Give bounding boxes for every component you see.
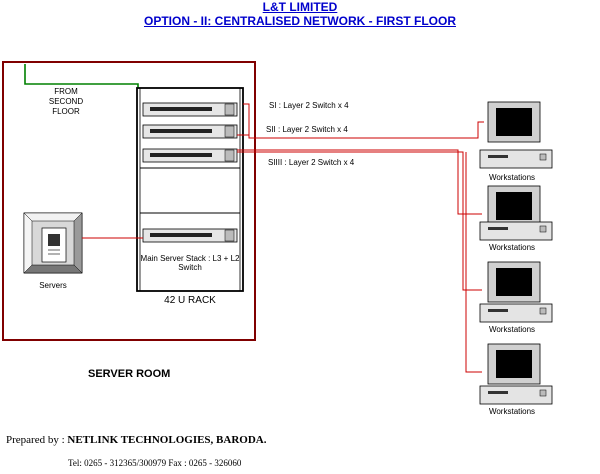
workstations-label-3: Workstations [489,325,535,334]
link-sii [237,149,482,215]
from-floor-line-1: FROM [54,87,78,96]
workstations-label-2: Workstations [489,243,535,252]
company-name: NETLINK TECHNOLOGIES, BARODA. [67,434,267,446]
contact-line: Tel: 0265 - 312365/300979 Fax : 0265 - 3… [68,458,242,468]
servers-label: Servers [39,281,67,290]
server-room-label: SERVER ROOM [88,368,170,380]
link-siv [465,152,482,373]
link-siii [237,151,482,291]
page-subtitle: OPTION - II: CENTRALISED NETWORK - FIRST… [144,14,456,28]
from-floor-line-3: FLOOR [52,107,80,116]
rack-label: 42 U RACK [164,295,216,306]
rack-unit-2 [142,124,238,139]
rack-unit-core [142,228,238,243]
workstation-icon-1 [479,101,553,169]
server-icon [23,212,83,274]
link-si [243,103,484,139]
server-room-boundary [2,61,256,341]
prepared-by-line: Prepared by : NETLINK TECHNOLOGIES, BARO… [6,434,266,446]
switch-label-siii: SIIII : Layer 2 Switch x 4 [268,158,355,167]
rack-unit-3 [142,148,238,163]
switch-label-sii: SII : Layer 2 Switch x 4 [266,125,348,134]
workstations-label-1: Workstations [489,173,535,182]
uplink-line [24,64,146,133]
workstation-icon-4 [479,343,553,405]
from-floor-line-2: SECOND [49,97,83,106]
workstations-label-4: Workstations [489,407,535,416]
workstation-icon-2 [479,185,553,241]
core-switch-label-line-1: Main Server Stack : L3 + L2 [141,254,240,263]
core-switch-label-line-2: Switch [178,263,202,272]
switch-label-si: SI : Layer 2 Switch x 4 [269,101,349,110]
rack-unit-1 [142,102,238,117]
page-title: L&T LIMITED [262,0,338,14]
rack-42u [136,87,244,292]
workstation-icon-3 [479,261,553,323]
prepared-by-label: Prepared by : [6,434,65,446]
